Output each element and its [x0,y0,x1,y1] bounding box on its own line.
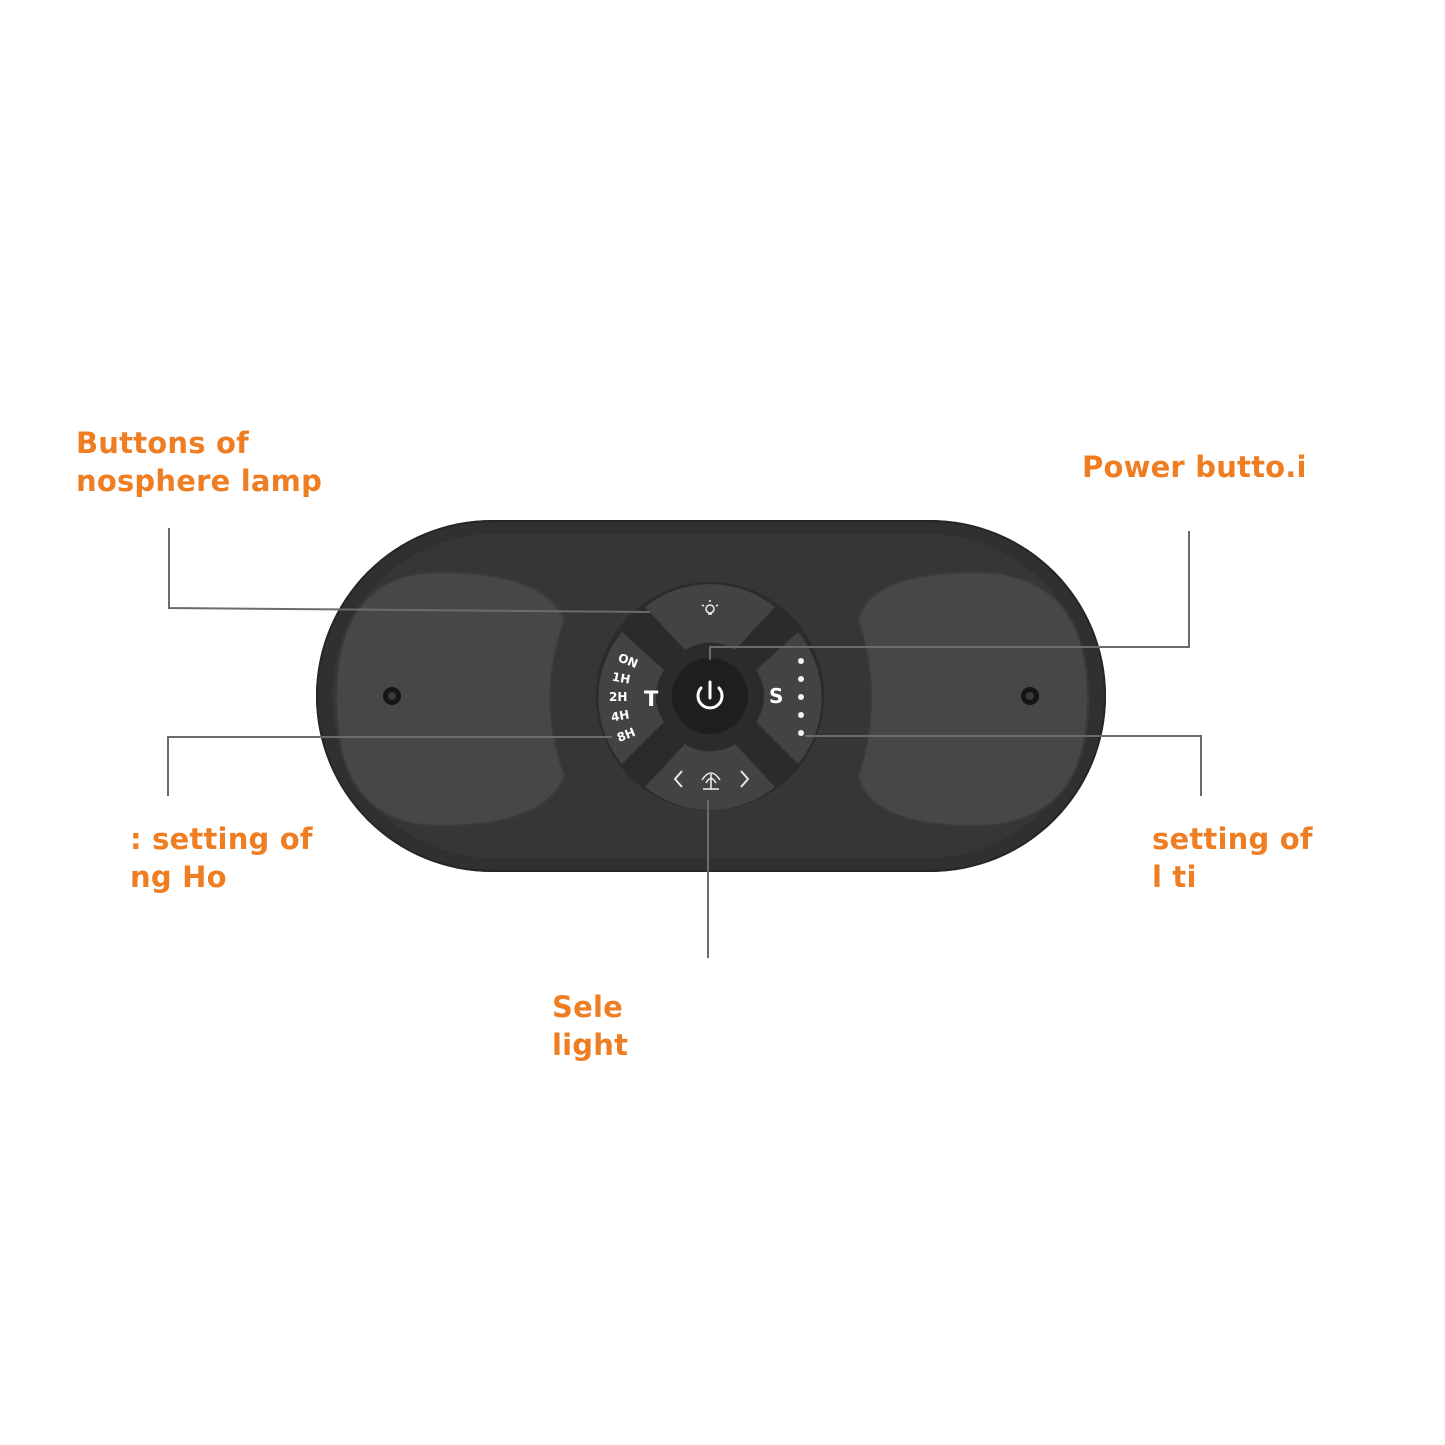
timer-option-8h: 8H [615,725,637,745]
speed-level-dots [798,658,804,736]
lamp-buttons-label: Buttons of nosphere lamp [76,424,322,500]
fountain-icon [701,772,721,790]
timer-leader-line [167,736,612,796]
timer-option-1h: 1H [611,670,632,687]
timer-button[interactable] [598,632,664,764]
speed-leader-line [805,735,1202,796]
lightbulb-icon [701,600,719,615]
power-leader-line [709,531,1190,660]
left-pad-screw-center [388,692,396,700]
right-pad-screw-center [1026,692,1034,700]
timer-letter: T [644,687,659,711]
chevron-left-icon[interactable] [673,770,683,788]
select-light-label-line1: Sele [552,990,623,1024]
power-button-label-text: Power butto.i [1082,450,1307,484]
power-icon [696,680,724,710]
right-pad [856,570,1090,828]
left-pad [334,570,567,828]
light-select-button[interactable] [645,744,775,810]
select-light-label-line2: light [552,1028,629,1062]
lamp-buttons-label-line2: nosphere lamp [76,464,323,498]
lamp-button[interactable] [645,584,775,650]
lamp-leader-line [168,528,651,613]
speed-setting-label: setting of l ti [1152,820,1313,896]
power-button-label: Power butto.i [1082,448,1307,486]
chevron-right-icon[interactable] [740,770,750,788]
speed-letter: S [769,684,783,708]
timer-option-2h: 2H [609,690,627,704]
timer-setting-label-line2: ng Ho [130,860,227,894]
timer-option-4h: 4H [610,707,631,724]
timer-setting-label: : setting of ng Ho [130,820,313,896]
speed-button[interactable] [756,632,822,764]
speed-setting-label-line2: l ti [1152,860,1197,894]
leader-lines [167,528,1202,958]
speed-setting-label-line1: setting of [1152,822,1313,856]
select-light-label: Sele light [552,988,628,1064]
timer-setting-label-line1: : setting of [130,822,313,856]
lamp-buttons-label-line1: Buttons of [76,426,249,460]
